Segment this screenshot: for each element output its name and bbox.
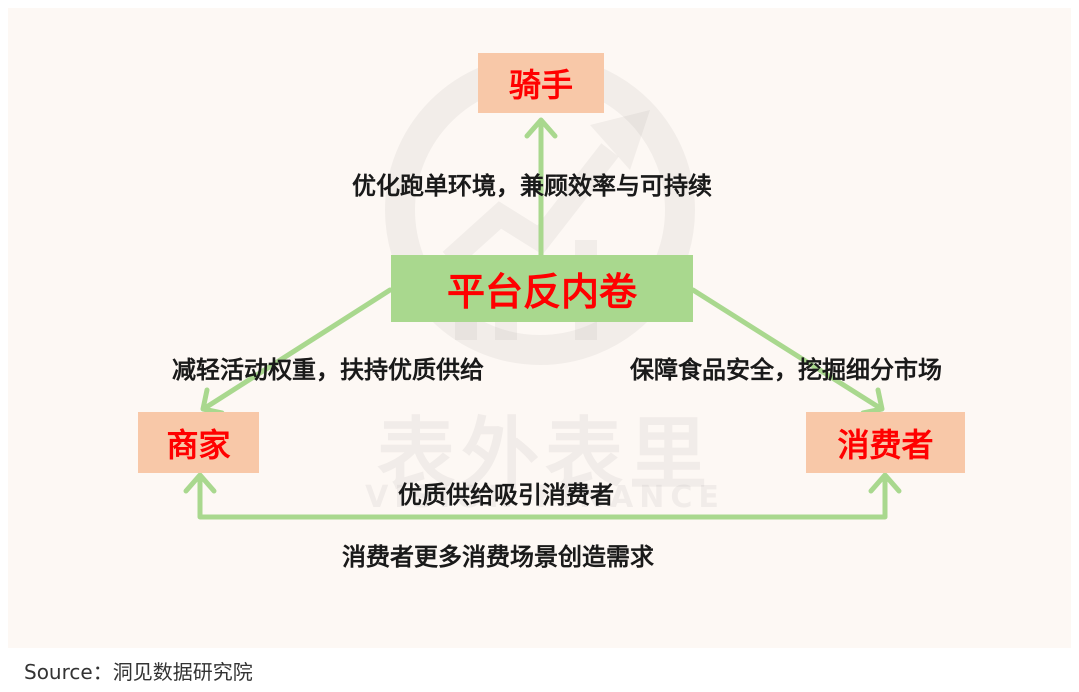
arrow-platform-merchant [202,287,393,411]
label-platform-rider: 优化跑单环境，兼顾效率与可持续 [352,172,712,200]
label-merchant-consumer: 优质供给吸引消费者 [398,481,614,509]
node-platform: 平台反内卷 [391,255,693,322]
node-consumer: 消费者 [806,412,965,473]
watermark-subtext: VISION FINANCE [365,480,725,515]
arrow-merchant-consumer [197,474,888,520]
label-platform-consumer: 保障食品安全，挖掘细分市场 [630,356,942,384]
node-merchant: 商家 [138,412,259,473]
arrow-platform-consumer [690,287,883,411]
diagram-panel [8,8,1071,648]
watermark-text: 表外表里 [376,410,713,500]
source-note: Source：洞见数据研究院 [24,660,253,684]
label-platform-merchant: 减轻活动权重，扶持优质供给 [172,356,484,384]
node-rider: 骑手 [478,53,604,113]
label-consumer-merchant: 消费者更多消费场景创造需求 [342,543,654,571]
